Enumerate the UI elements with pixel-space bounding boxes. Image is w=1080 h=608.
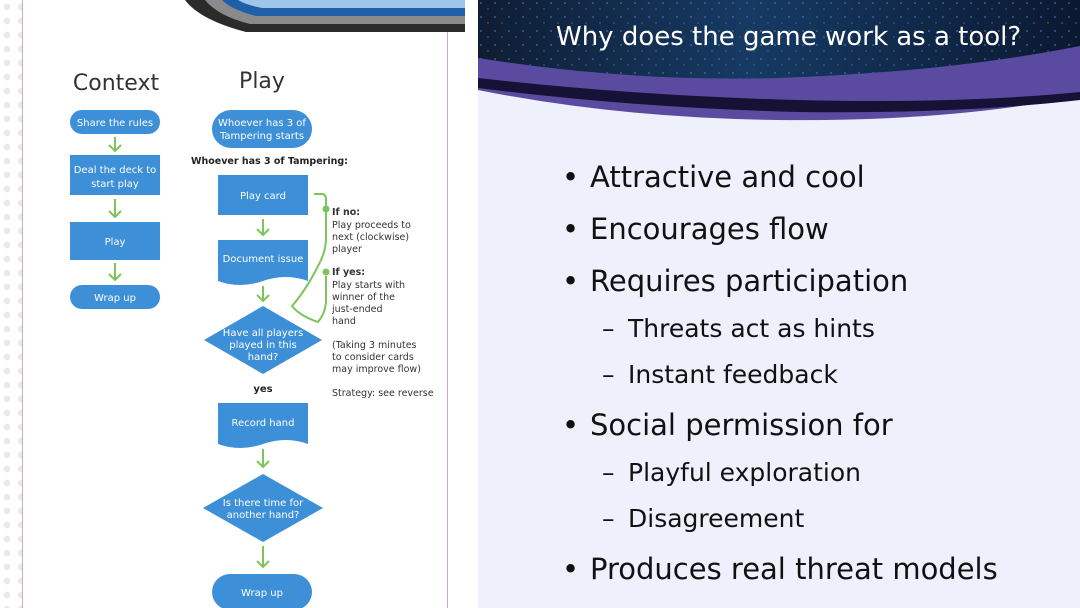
deal-deck-label: Deal the deck to bbox=[74, 165, 157, 176]
slide-header bbox=[478, 0, 1080, 121]
sub-bullet-text: Threats act as hints bbox=[628, 314, 875, 343]
players-decision-node bbox=[204, 306, 322, 374]
flowchart-panel: Context Play Share the rules Deal the de… bbox=[0, 0, 478, 608]
yes-label: yes bbox=[253, 384, 272, 395]
sub-bullet-text: Playful exploration bbox=[628, 458, 862, 487]
record-hand-node bbox=[218, 403, 308, 448]
play-node bbox=[70, 222, 160, 260]
play-card-label: Play card bbox=[240, 191, 286, 202]
bullet-mark: • bbox=[562, 552, 580, 586]
banner-stripes bbox=[185, 0, 465, 32]
if-no-line-2: next (clockwise) bbox=[332, 232, 409, 243]
if-yes-title: If yes: bbox=[332, 267, 365, 278]
slide-panel: Why does the game work as a tool? • Attra… bbox=[478, 0, 1080, 608]
time-decision-node bbox=[203, 474, 323, 542]
deal-deck-label-2: start play bbox=[91, 179, 139, 190]
document-issue-node bbox=[218, 240, 308, 285]
players-decision-label-2: played in this bbox=[229, 340, 296, 351]
bullet-list: • Attractive and cool • Encourages flow • R… bbox=[562, 160, 1072, 586]
dash-mark: – bbox=[602, 504, 615, 533]
bullet-mark: • bbox=[562, 160, 580, 194]
flowchart-diagram: Context Play Share the rules Deal the de… bbox=[70, 0, 465, 608]
play-wrap-up-node bbox=[212, 574, 312, 608]
sub-bullet-item: –Playful exploration bbox=[562, 458, 1072, 488]
dash-mark: – bbox=[602, 360, 615, 389]
record-hand-label: Record hand bbox=[232, 418, 295, 429]
strategy-note: Strategy: see reverse bbox=[332, 388, 434, 399]
play-column: Whoever has 3 of Tampering starts Whoeve… bbox=[191, 110, 348, 608]
document-issue-label: Document issue bbox=[223, 254, 304, 265]
share-rules-node bbox=[70, 110, 160, 134]
players-decision-label-3: hand? bbox=[248, 352, 278, 363]
bullet-mark: • bbox=[562, 408, 580, 442]
context-wrap-up-label: Wrap up bbox=[94, 293, 136, 304]
if-no-title: If no: bbox=[332, 207, 360, 218]
slide-title: Why does the game work as a tool? bbox=[556, 22, 1022, 52]
bullet-mark: • bbox=[562, 264, 580, 298]
context-wrap-up-node bbox=[70, 285, 160, 309]
taking-note-2: to consider cards bbox=[332, 352, 414, 363]
bullet-item: • Social permission for bbox=[562, 408, 1072, 442]
bullet-text: Produces real threat models bbox=[590, 552, 998, 586]
if-yes-line-1: Play starts with bbox=[332, 280, 405, 291]
play-heading: Play bbox=[239, 69, 285, 94]
sub-bullet-text: Instant feedback bbox=[628, 360, 838, 389]
if-no-line-3: player bbox=[332, 244, 362, 255]
play-wrap-up-label: Wrap up bbox=[241, 588, 283, 599]
play-card-node bbox=[218, 175, 308, 215]
start-label-2: Tampering starts bbox=[219, 131, 304, 142]
if-yes-line-4: hand bbox=[332, 316, 356, 327]
sub-bullet-item: –Threats act as hints bbox=[562, 314, 1072, 344]
bullet-text: Social permission for bbox=[590, 408, 893, 442]
context-heading: Context bbox=[73, 71, 160, 96]
if-yes-line-3: just-ended bbox=[331, 304, 383, 315]
bullet-item: • Requires participation bbox=[562, 264, 1072, 298]
time-decision-label-1: Is there time for bbox=[223, 498, 304, 509]
sub-bullet-item: –Instant feedback bbox=[562, 360, 1072, 390]
if-yes-line-2: winner of the bbox=[332, 292, 395, 303]
dash-mark: – bbox=[602, 458, 615, 487]
bullet-item: • Encourages flow bbox=[562, 212, 1072, 246]
share-rules-label: Share the rules bbox=[77, 118, 153, 129]
time-decision-label-2: another hand? bbox=[227, 510, 300, 521]
bullet-item: • Attractive and cool bbox=[562, 160, 1072, 194]
sub-bullet-item: –Disagreement bbox=[562, 504, 1072, 534]
if-no-line-1: Play proceeds to bbox=[332, 220, 411, 231]
sub-bullet-text: Disagreement bbox=[628, 504, 805, 533]
players-decision-label-1: Have all players bbox=[223, 328, 303, 339]
start-label-1: Whoever has 3 of bbox=[218, 118, 306, 129]
play-label: Play bbox=[105, 237, 126, 248]
bullet-mark: • bbox=[562, 212, 580, 246]
taking-note-1: (Taking 3 minutes bbox=[332, 340, 417, 351]
flow-notes: If no: Play proceeds to next (clockwise)… bbox=[331, 207, 434, 399]
bullet-text: Attractive and cool bbox=[590, 160, 865, 194]
header-swoosh bbox=[478, 78, 1080, 113]
play-arrows bbox=[256, 193, 330, 569]
section-label: Whoever has 3 of Tampering: bbox=[191, 156, 348, 167]
start-node bbox=[212, 110, 312, 148]
bullet-text: Encourages flow bbox=[590, 212, 829, 246]
dash-mark: – bbox=[602, 314, 615, 343]
deal-deck-node bbox=[70, 155, 160, 195]
bullet-item: • Produces real threat models bbox=[562, 552, 1072, 586]
taking-note-3: may improve flow) bbox=[332, 364, 421, 375]
bullet-text: Requires participation bbox=[590, 264, 909, 298]
context-column: Share the rules Deal the deck to start p… bbox=[70, 110, 160, 309]
context-arrows bbox=[108, 137, 122, 282]
